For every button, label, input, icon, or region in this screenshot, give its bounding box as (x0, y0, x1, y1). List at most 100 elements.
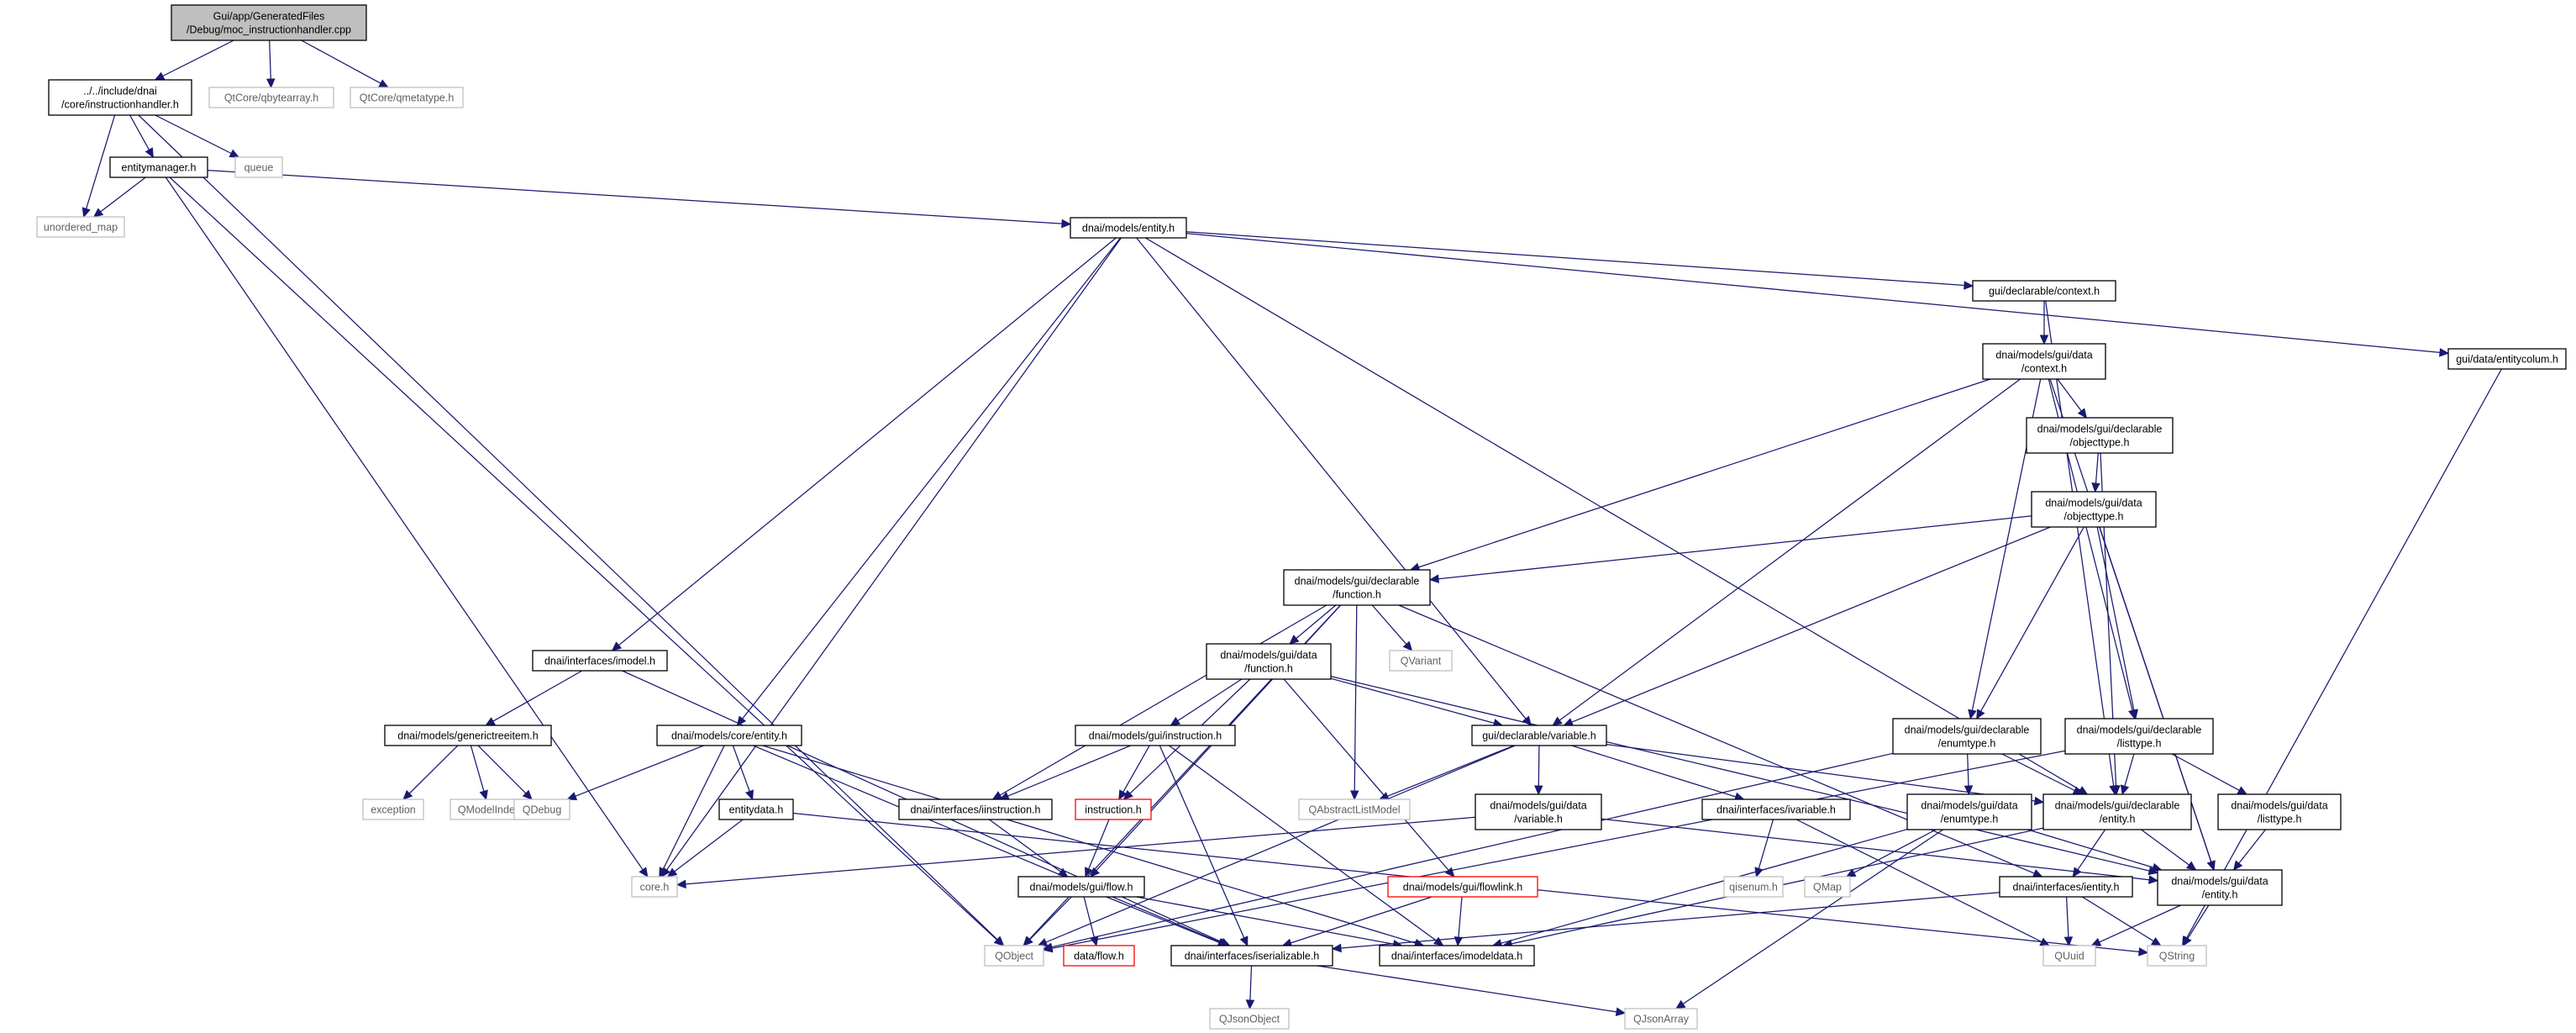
edge-decl_variable-to-decl_entity (1606, 743, 2045, 806)
node-gui-instruction[interactable]: dnai/models/gui/instruction.h (1075, 725, 1236, 746)
node-box (36, 216, 125, 238)
edge-arrowhead (2090, 937, 2102, 946)
node-flowlink[interactable]: dnai/models/gui/flowlink.h (1387, 876, 1538, 898)
edge-arrowhead (92, 208, 104, 218)
edge-arrowhead (1454, 936, 1464, 947)
edge-entity-to-decl_variable (1136, 237, 1532, 726)
edge-line (1296, 604, 1337, 640)
edge-line (1682, 829, 1944, 1004)
node-box (2064, 718, 2214, 755)
node-generictreeitem[interactable]: dnai/models/generictreeitem.h (384, 725, 552, 746)
node-decl-context[interactable]: gui/declarable/context.h (1972, 280, 2116, 302)
node-core-entity[interactable]: dnai/models/core/entity.h (656, 725, 802, 746)
edge-arrowhead (2148, 875, 2159, 884)
node-imodel[interactable]: dnai/interfaces/imodel.h (532, 650, 668, 672)
node-decl-listtype[interactable]: dnai/models/gui/declarable/listtype.h (2064, 718, 2214, 755)
node-data-flow[interactable]: data/flow.h (1063, 945, 1135, 967)
node-label: dnai/models/entity.h (1082, 223, 1175, 235)
node-ivariable[interactable]: dnai/interfaces/ivariable.h (1701, 798, 1851, 820)
node-gui-flow[interactable]: dnai/models/gui/flow.h (1017, 876, 1145, 898)
node-entity[interactable]: dnai/models/entity.h (1070, 217, 1187, 239)
edge-arrowhead (1057, 867, 1069, 878)
edge-arrowhead (2232, 860, 2243, 871)
node-entitycolum[interactable]: gui/data/entitycolum.h (2447, 348, 2567, 370)
edge-decl_variable-to-qabstractlistmodel (1378, 745, 1515, 801)
node-data-function[interactable]: dnai/models/gui/data/function.h (1206, 643, 1332, 680)
node-data-entity[interactable]: dnai/models/gui/data/entity.h (2157, 869, 2283, 906)
edge-arrowhead (2237, 786, 2248, 795)
node-data-objecttype[interactable]: dnai/models/gui/data/objecttype.h (2031, 491, 2157, 528)
edge-line (575, 745, 704, 797)
node-data-variable[interactable]: dnai/models/gui/data/variable.h (1475, 793, 1602, 830)
node-box (1017, 876, 1145, 898)
edge-line (301, 40, 381, 84)
edge-entity-to-entitycolum (1185, 232, 2450, 357)
node-decl-variable[interactable]: gui/declarable/variable.h (1471, 725, 1607, 746)
node-box (1063, 945, 1135, 967)
edge-ientity-to-qstring (2081, 896, 2162, 946)
node-label: /context.h (2021, 363, 2067, 375)
edge-arrowhead (2077, 408, 2088, 419)
node-label: /listtype.h (2258, 814, 2302, 825)
edge-line (129, 114, 150, 150)
edge-decl_function-to-data_function (1289, 604, 1337, 645)
edge-line (2238, 829, 2266, 864)
graph-edges (81, 40, 2502, 1016)
node-label: /enumtype.h (1941, 814, 1999, 825)
node-box (362, 798, 424, 820)
node-data-enumtype[interactable]: dnai/models/gui/data/enumtype.h (1906, 793, 2032, 830)
node-iserializable[interactable]: dnai/interfaces/iserializable.h (1170, 945, 1333, 967)
edge-core_entity-to-iserializable (753, 745, 1229, 946)
edge-line (1136, 896, 1394, 945)
edge-line (2099, 526, 2212, 862)
edge-arrowhead (1845, 868, 1857, 878)
edge-arrowhead (1433, 936, 1444, 946)
edge-flowlink-to-imodeldata (1454, 896, 1464, 947)
edge-core_entity-to-qdebug (566, 745, 704, 801)
edge-arrowhead (1061, 219, 1072, 229)
edge-arrowhead (1615, 1007, 1627, 1016)
edge-arrowhead (1674, 999, 1686, 1009)
node-box (2042, 945, 2096, 967)
edge-data_objecttype-to-decl_enumtype (1976, 526, 2084, 720)
node-box (208, 87, 334, 108)
node-label: QString (2159, 951, 2195, 962)
edge-arrowhead (2129, 709, 2138, 720)
edge-arrowhead (1968, 709, 1977, 720)
edge-line (1438, 515, 2032, 580)
node-queue: queue (234, 156, 283, 178)
node-instruction-h[interactable]: instruction.h (1075, 798, 1152, 820)
node-entitydata[interactable]: entitydata.h (718, 798, 794, 820)
edge-line (1571, 526, 2051, 723)
node-qvariant: QVariant (1389, 650, 1453, 672)
node-decl-enumtype[interactable]: dnai/models/gui/declarable/enumtype.h (1892, 718, 2042, 755)
edge-arrowhead (2206, 860, 2216, 872)
edge-core_entity-to-entitydata (732, 745, 754, 801)
node-qstring: QString (2147, 945, 2207, 967)
edge-arrowhead (1245, 999, 1255, 1010)
node-ientity[interactable]: dnai/interfaces/ientity.h (1999, 876, 2133, 898)
node-imodeldata[interactable]: dnai/interfaces/imodeldata.h (1379, 945, 1535, 967)
edge-line (2095, 452, 2099, 484)
node-qjsonobject: QJsonObject (1209, 1008, 1290, 1030)
node-decl-objecttype[interactable]: dnai/models/gui/declarable/objecttype.h (2026, 417, 2174, 454)
edge-line (1045, 745, 1516, 943)
node-label: dnai/interfaces/iserializable.h (1185, 951, 1320, 962)
edge-entity-to-decl_entity (1144, 237, 2089, 795)
node-iinstruction[interactable]: dnai/interfaces/iinstruction.h (898, 798, 1053, 820)
edge-line (1291, 896, 1433, 944)
node-data-context[interactable]: dnai/models/gui/data/context.h (1982, 343, 2106, 380)
edge-arrowhead (402, 789, 413, 800)
edge-arrowhead (2439, 348, 2450, 357)
edge-arrowhead (1976, 709, 1985, 720)
node-instructionhandler[interactable]: ../../include/dnai/core/instructionhandl… (48, 79, 192, 116)
node-decl-function[interactable]: dnai/models/gui/declarable/function.h (1283, 569, 1431, 606)
node-entitymanager[interactable]: entitymanager.h (109, 156, 208, 178)
edge-arrowhead (745, 789, 754, 801)
node-decl-entity[interactable]: dnai/models/gui/declarable/entity.h (2042, 793, 2192, 830)
edge-line (674, 819, 744, 872)
edge-line (2124, 753, 2135, 787)
edge-line (2027, 829, 2154, 868)
edge-line (2099, 904, 2181, 943)
node-data-listtype[interactable]: dnai/models/gui/data/listtype.h (2217, 793, 2342, 830)
